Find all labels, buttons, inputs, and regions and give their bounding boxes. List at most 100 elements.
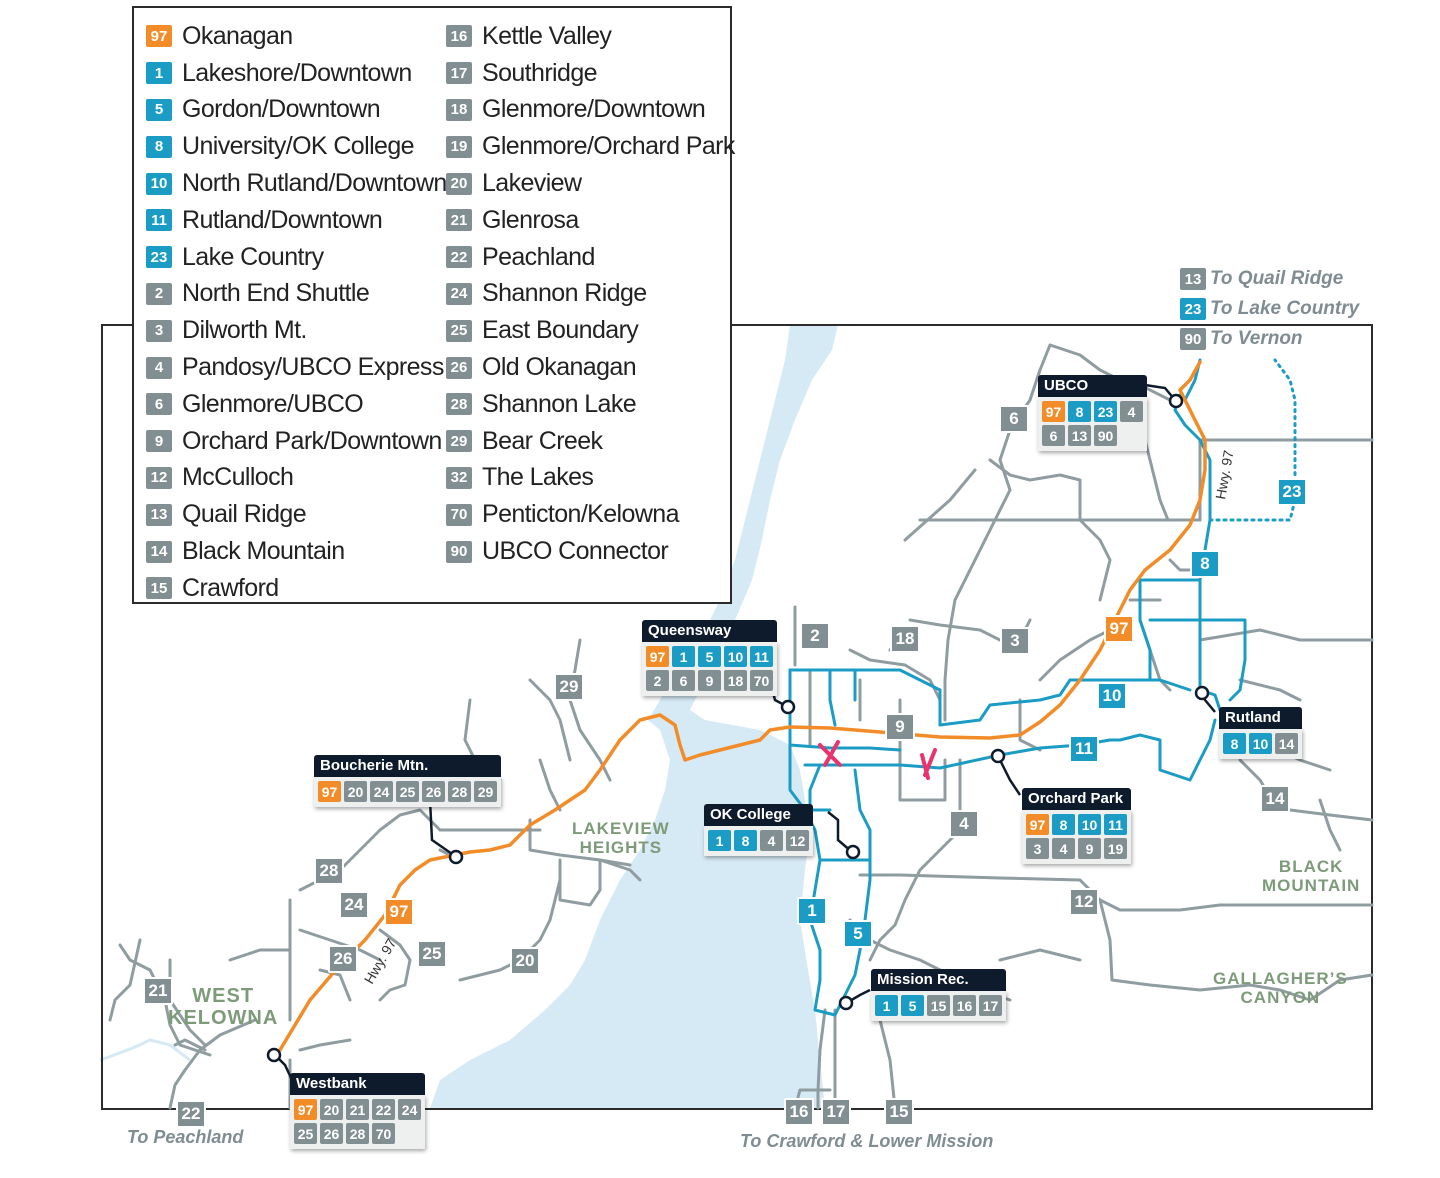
route-badge: 13 [1180, 268, 1206, 290]
hwy-label-west: Hwy. 97 [361, 935, 400, 986]
route-badge: 9 [698, 670, 721, 691]
area-black-mountain: BLACK MOUNTAIN [1262, 857, 1360, 895]
station-name: Queensway [642, 620, 777, 642]
legend-label: Orchard Park/Downtown [182, 426, 442, 455]
station-name: OK College [704, 804, 813, 826]
area-line: LAKEVIEW [572, 819, 670, 838]
route-badge: 11 [1104, 814, 1127, 835]
route-badge: 90 [1094, 425, 1117, 446]
route-badge: 19 [1104, 838, 1127, 859]
route-badge: 2 [146, 282, 172, 305]
area-gallaghers-canyon: GALLAGHER’S CANYON [1213, 969, 1348, 1007]
station-name: Rutland [1219, 707, 1302, 729]
route-badge: 12 [146, 466, 172, 489]
external-label: To Vernon [1210, 328, 1303, 349]
route-badge: 24 [370, 781, 393, 802]
area-line: BLACK [1278, 857, 1344, 876]
route-badge: 20 [320, 1099, 343, 1120]
route-badge: 70 [372, 1123, 395, 1144]
route-marker-17: 17 [821, 1098, 851, 1126]
route-badge: 26 [446, 356, 472, 379]
route-badge: 22 [446, 246, 472, 269]
station-name: Mission Rec. [871, 969, 1006, 991]
destination-crawford: To Crawford & Lower Mission [740, 1131, 994, 1151]
route-badge: 9 [146, 430, 172, 453]
legend-item: 9 Orchard Park/Downtown [146, 423, 447, 460]
route-badge: 24 [398, 1099, 421, 1120]
route-badge: 21 [446, 209, 472, 232]
route-badge: 15 [146, 577, 172, 600]
route-badge: 11 [750, 646, 773, 667]
external-vernon: 90 To Vernon [1180, 328, 1303, 350]
route-badge: 32 [446, 466, 472, 489]
legend-item: 22 Peachland [446, 239, 735, 276]
external-quail-ridge: 13 To Quail Ridge [1180, 268, 1343, 290]
legend-label: The Lakes [482, 463, 594, 492]
route-badge: 14 [146, 540, 172, 563]
route-badge: 25 [294, 1123, 317, 1144]
station-name: UBCO [1038, 375, 1147, 397]
legend-label: Southridge [482, 58, 598, 87]
route-marker-29: 29 [554, 673, 584, 701]
legend-label: Old Okanagan [482, 353, 637, 382]
legend-label: Peachland [482, 242, 595, 271]
hwy-label-north: Hwy. 97 [1212, 449, 1236, 501]
route-badge: 6 [146, 393, 172, 416]
area-lakeview-heights: LAKEVIEW HEIGHTS [572, 819, 670, 857]
route-badge: 20 [446, 172, 472, 195]
route-badge: 15 [927, 995, 950, 1016]
area-line: CANYON [1240, 987, 1321, 1007]
route-badge: 97 [1042, 401, 1065, 422]
route-marker-6: 6 [999, 405, 1029, 433]
map-frame [101, 324, 1373, 1110]
area-line: KELOWNA [168, 1007, 279, 1029]
destination-peachland: To Peachland [127, 1127, 244, 1147]
route-97-line [268, 360, 1207, 1057]
route-marker-22: 22 [176, 1100, 206, 1128]
legend-label: Lakeshore/Downtown [182, 58, 412, 87]
route-badge: 23 [146, 246, 172, 269]
legend-label: McCulloch [182, 463, 294, 492]
route-marker-14: 14 [1260, 785, 1290, 813]
external-label: To Quail Ridge [1210, 268, 1344, 289]
route-badge: 24 [446, 282, 472, 305]
route-badge: 25 [396, 781, 419, 802]
legend-item: 12 McCulloch [146, 460, 447, 497]
route-badge: 5 [901, 995, 924, 1016]
route-badge: 23 [1180, 298, 1206, 320]
legend-label: Shannon Lake [482, 389, 637, 418]
route-badge: 25 [446, 319, 472, 342]
route-23-dotted [1208, 358, 1297, 522]
route-badge: 97 [318, 781, 341, 802]
legend-label: Dilworth Mt. [182, 316, 307, 345]
route-badge: 6 [672, 670, 695, 691]
route-marker-26: 26 [328, 945, 358, 973]
route-badge: 8 [734, 830, 757, 851]
